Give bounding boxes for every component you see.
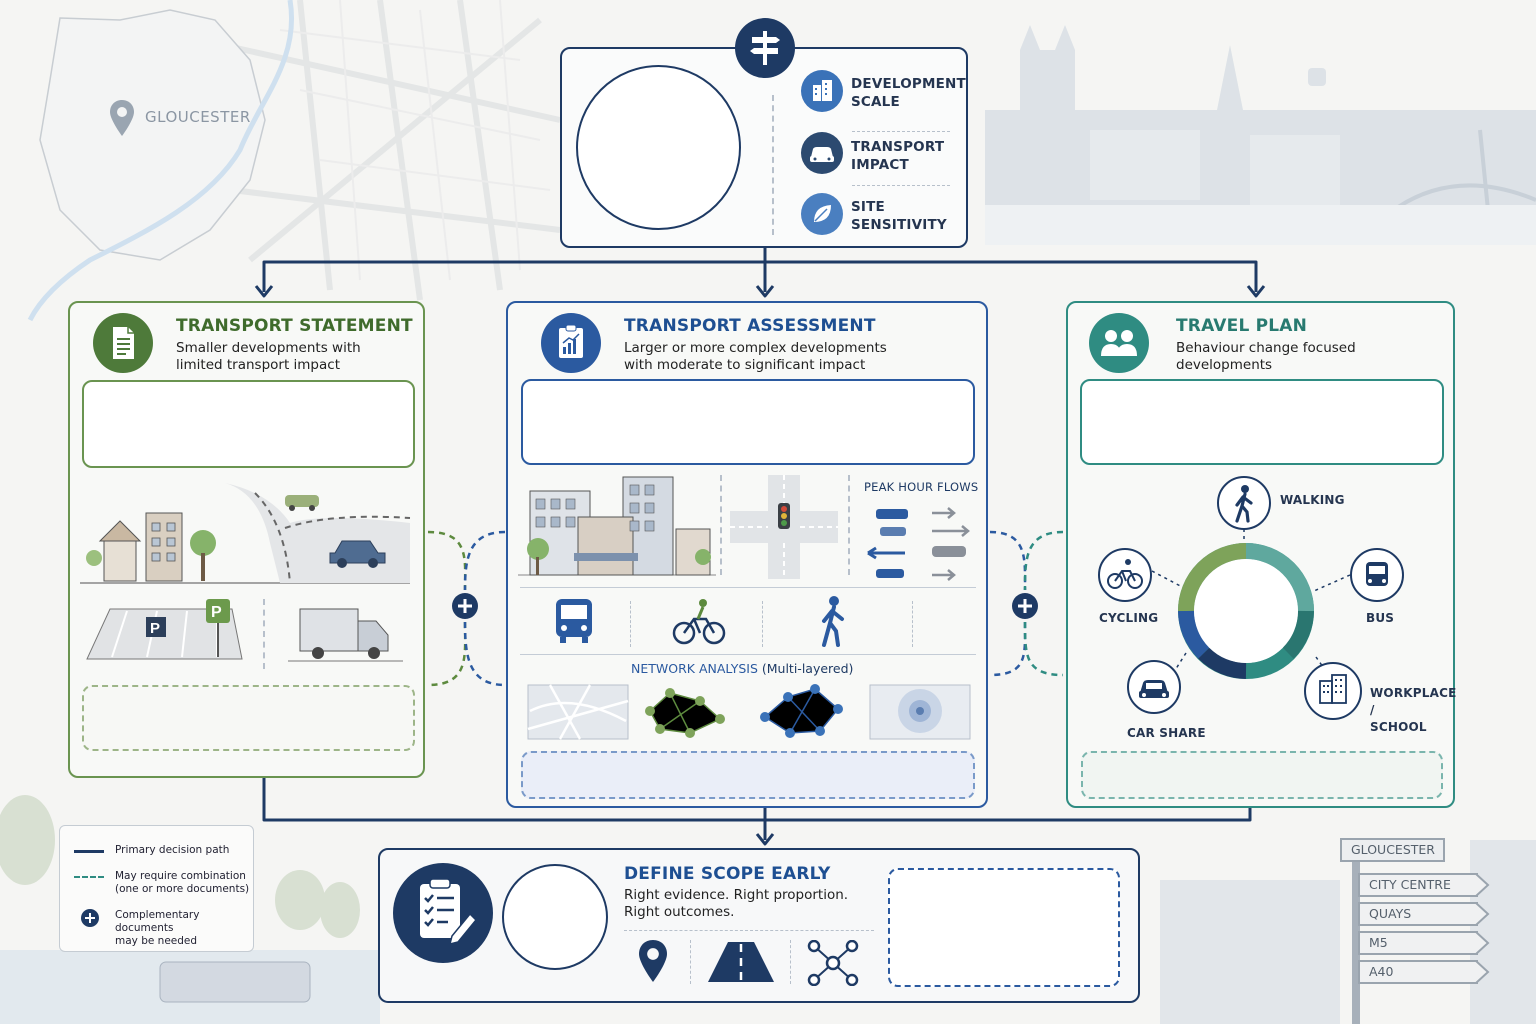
scope-title: DEFINE SCOPE EARLY [624, 864, 831, 884]
cycling-mode-icon [1097, 547, 1153, 603]
criterion-transport-impact: TRANSPORT IMPACT [851, 139, 945, 173]
criterion-development-scale: DEVELOPMENT SCALE [851, 76, 966, 110]
legend-primary-label: Primary decision path [115, 844, 230, 856]
statement-content-box [82, 380, 415, 468]
car-share-mode-label: CAR SHARE [1127, 726, 1206, 740]
travel-plan-notes-box [1081, 751, 1443, 799]
assessment-content-box [521, 379, 975, 465]
network-nodes-icon [806, 940, 860, 986]
sign-quays: QUAYS [1358, 902, 1478, 926]
document-icon [92, 312, 154, 374]
road-icon [706, 942, 776, 982]
assessment-title: TRANSPORT ASSESSMENT [624, 316, 876, 336]
walking-mode-label: WALKING [1280, 493, 1345, 507]
checklist-clipboard-icon [392, 862, 494, 964]
sign-city-centre: CITY CENTRE [1358, 873, 1478, 897]
signpost-icon [734, 17, 796, 79]
bus-mode-label: BUS [1366, 611, 1395, 625]
walking-icon [814, 595, 850, 647]
legend-combination-label: May require combination (one or more doc… [115, 870, 250, 895]
criterion-site-sensitivity: SITE SENSITIVITY [851, 199, 947, 233]
travel-plan-content-box [1080, 379, 1444, 465]
sign-arrow-tips [1475, 873, 1490, 984]
car-icon [800, 131, 844, 175]
legend-primary-line [74, 850, 104, 853]
transport-statement-card: TRANSPORT STATEMENT Smaller developments… [68, 301, 425, 778]
scope-notes-box [888, 868, 1120, 987]
assessment-notes-box [521, 751, 975, 799]
network-analysis-suffix: (Multi-layered) [761, 661, 854, 676]
peak-hour-flows-illustration [867, 507, 970, 581]
statement-notes-box [82, 685, 415, 751]
sign-a40: A40 [1358, 960, 1478, 984]
travel-plan-title: TRAVEL PLAN [1176, 316, 1308, 336]
workplace-school-mode-icon [1303, 661, 1363, 721]
transport-assessment-card: TRANSPORT ASSESSMENT Larger or more comp… [506, 301, 988, 808]
statement-streetscape-illustration [80, 483, 411, 584]
svg-text:P: P [150, 620, 160, 637]
complementary-plus-icon-right [1011, 592, 1039, 620]
legend-combination-line [74, 876, 104, 878]
signpost-pole [1352, 862, 1360, 1024]
parking-illustration: P P [86, 599, 243, 660]
bus-icon [552, 597, 596, 645]
legend-complementary-label: Complementary documents may be needed [115, 909, 200, 947]
legend-plus-icon [80, 908, 100, 928]
complementary-plus-icon-left [451, 592, 479, 620]
network-analysis-illustration [527, 684, 971, 740]
map-pin-icon [110, 100, 134, 136]
cycling-icon [672, 595, 726, 647]
network-analysis-label: NETWORK ANALYSIS (Multi-layered) [631, 661, 853, 676]
clipboard-chart-icon [540, 312, 602, 374]
legend-panel: Primary decision path May require combin… [59, 825, 254, 952]
workplace-school-mode-label: WORKPLACE / SCHOOL [1370, 686, 1457, 734]
travel-plan-subtitle: Behaviour change focused developments [1176, 340, 1356, 373]
people-icon [1088, 312, 1150, 374]
car-share-mode-icon [1126, 659, 1182, 715]
scope-circle [502, 864, 608, 970]
map-label: GLOUCESTER [145, 108, 251, 126]
building-icon [800, 69, 844, 113]
location-pin-icon [638, 940, 668, 982]
svg-text:P: P [211, 604, 222, 621]
define-scope-card: DEFINE SCOPE EARLY Right evidence. Right… [378, 848, 1140, 1003]
travel-modes-ring [1151, 529, 1351, 679]
network-analysis-title: NETWORK ANALYSIS [631, 661, 758, 676]
statement-subtitle: Smaller developments with limited transp… [176, 340, 361, 373]
delivery-truck-illustration [288, 608, 403, 662]
decision-card: DEVELOPMENT SCALE TRANSPORT IMPACT SITE … [560, 47, 968, 248]
leaf-icon [800, 192, 844, 236]
assessment-subtitle: Larger or more complex developments with… [624, 340, 887, 373]
sign-m5: M5 [1358, 931, 1478, 955]
peak-hour-flows-label: PEAK HOUR FLOWS [864, 480, 979, 494]
signpost-header: GLOUCESTER [1340, 838, 1445, 862]
assessment-city-illustration [518, 476, 716, 576]
walking-mode-icon [1216, 475, 1272, 531]
statement-title: TRANSPORT STATEMENT [176, 316, 413, 336]
bus-mode-icon [1349, 547, 1405, 603]
cycling-mode-label: CYCLING [1099, 611, 1159, 625]
travel-plan-card: TRAVEL PLAN Behaviour change focused dev… [1066, 301, 1457, 808]
scope-subtitle: Right evidence. Right proportion. Right … [624, 887, 849, 920]
junction-illustration [730, 475, 838, 579]
decision-circle [576, 65, 741, 230]
